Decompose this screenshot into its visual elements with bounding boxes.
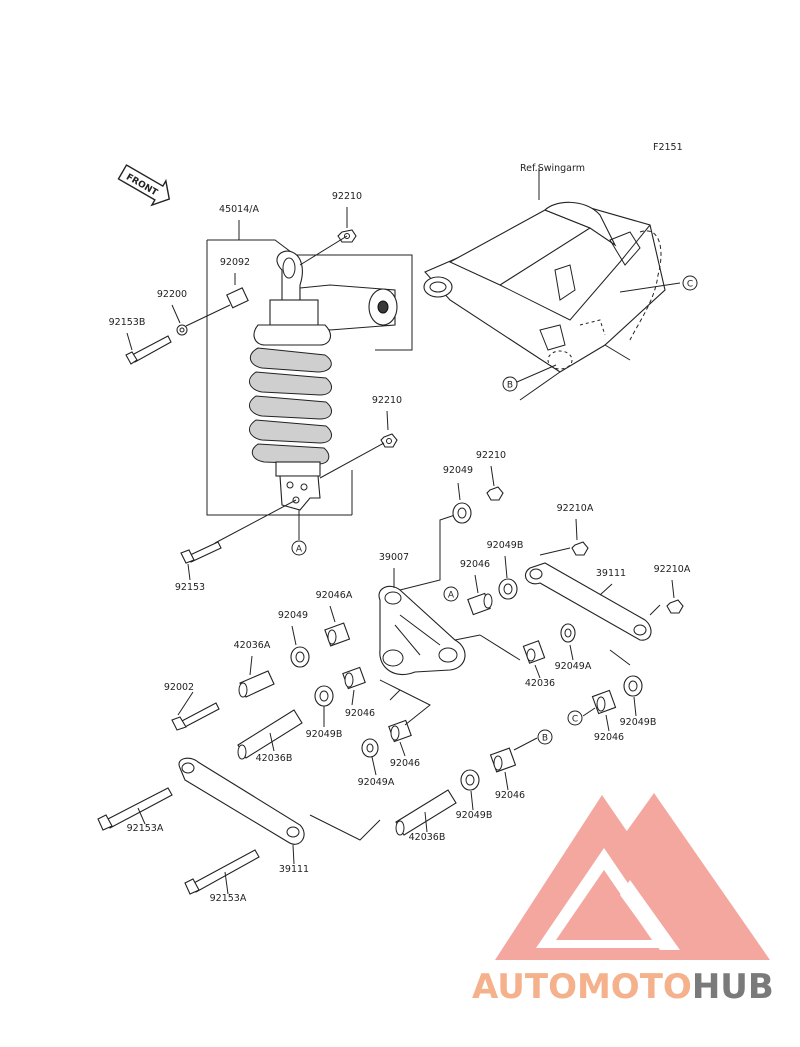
lower-link-rod (97, 757, 381, 895)
part-number-label: 92046 (495, 790, 525, 801)
rocker-arm (378, 514, 466, 676)
callout-b: B (537, 729, 553, 745)
part-number-label: 92210 (476, 450, 506, 461)
callout-c: C (682, 275, 698, 291)
part-labels: 45014/A92210920929220092153B922109221092… (109, 191, 691, 904)
bushing-group-center (454, 623, 576, 679)
part-number-label: 92046 (390, 758, 420, 769)
watermark-text: AUTOMOTOHUB (472, 967, 774, 1007)
callout-letter: B (542, 734, 548, 744)
part-number-label: 92049A (358, 777, 395, 788)
callout-letter: B (507, 381, 513, 391)
part-number-label: 92049B (456, 810, 493, 821)
part-number-label: 92002 (164, 682, 194, 693)
upper-mount-hardware (125, 207, 357, 365)
automotohub-logo (495, 793, 770, 960)
part-number-label: 42036B (409, 832, 446, 843)
bushing-group-b (395, 737, 538, 836)
part-number-label: 92049 (443, 465, 473, 476)
part-number-label: 92049B (306, 729, 343, 740)
lower-mount-hardware (180, 410, 398, 581)
part-number-label: 42036B (256, 753, 293, 764)
front-arrow-icon: FRONT (117, 164, 171, 207)
part-number-label: 92153A (127, 823, 164, 834)
callout-letter: A (448, 591, 455, 601)
callout-letter: C (572, 715, 578, 725)
part-number-label: 92153 (175, 582, 205, 593)
part-number-label: 39111 (279, 864, 309, 875)
part-number-label: 92210 (372, 395, 402, 406)
part-number-label: 92049B (487, 540, 524, 551)
part-number-label: 92049 (278, 610, 308, 621)
part-number-label: 92046 (460, 559, 490, 570)
part-number-label: 92210 (332, 191, 362, 202)
part-number-label: 92153A (210, 893, 247, 904)
watermark-part1: AUTOMOTO (472, 967, 692, 1007)
part-number-label: 92210A (654, 564, 691, 575)
right-side-hardware (452, 465, 684, 641)
callout-a: A (443, 586, 459, 602)
part-number-label: 92092 (220, 257, 250, 268)
part-number-label: 39111 (596, 568, 626, 579)
part-number-label: 39007 (379, 552, 409, 563)
part-number-label: 92046 (345, 708, 375, 719)
watermark-part2: HUB (692, 967, 774, 1007)
callout-c: C (567, 710, 583, 726)
part-number-label: 92049B (620, 717, 657, 728)
part-number-label: 92153B (109, 317, 146, 328)
shock-assembly-bracket (206, 220, 413, 516)
left-rocker-hardware (171, 605, 431, 776)
part-number-label: 92210A (557, 503, 594, 514)
rear-shock-absorber (248, 250, 398, 540)
part-number-label: 92046A (316, 590, 353, 601)
callout-letter: A (296, 545, 303, 555)
part-number-label: 92046 (594, 732, 624, 743)
part-number-label: 42036A (234, 640, 271, 651)
callout-letter: C (687, 280, 693, 290)
part-number-label: 45014/A (219, 204, 259, 215)
part-number-label: 92049A (555, 661, 592, 672)
figure-code: F2151 (653, 142, 683, 153)
part-number-label: 42036 (525, 678, 555, 689)
callout-markers: C B A A C B (291, 275, 698, 745)
swingarm-ref-label: Ref.Swingarm (520, 163, 585, 174)
callout-a: A (291, 540, 307, 556)
callout-b: B (502, 376, 518, 392)
bushing-group-c (582, 649, 643, 732)
part-number-label: 92200 (157, 289, 187, 300)
swingarm-drawing (423, 168, 681, 401)
